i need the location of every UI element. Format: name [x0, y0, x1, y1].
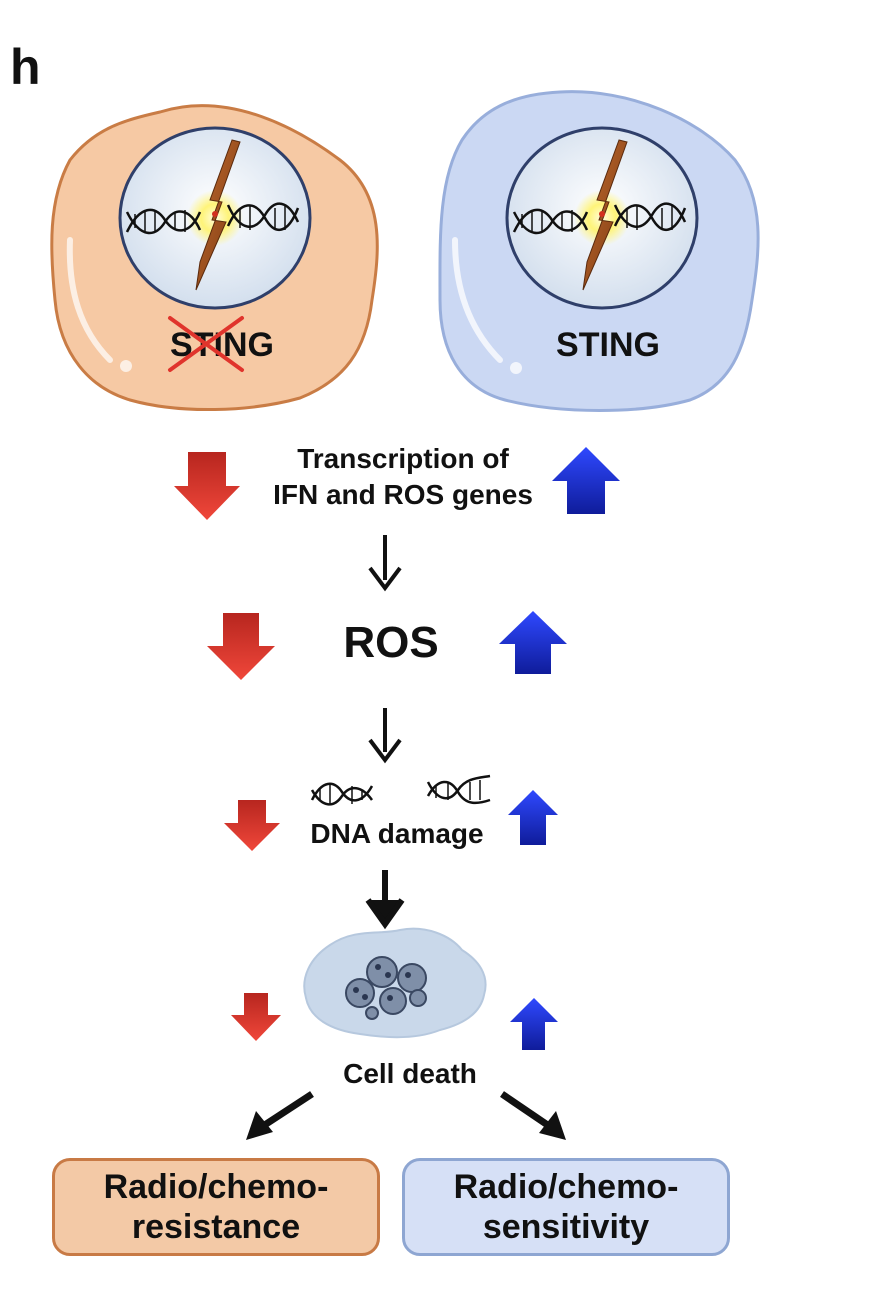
up-arrow-blue	[510, 998, 558, 1050]
flow-arrow-left-diagonal	[246, 1091, 314, 1140]
right-cell-highlight	[452, 237, 503, 363]
dying-cell-icon	[303, 927, 487, 1039]
down-arrow-red	[231, 993, 281, 1041]
dna-damage-label: DNA damage	[310, 818, 483, 849]
flow-arrow-down	[368, 708, 402, 764]
panel-label: h	[10, 39, 41, 95]
broken-dna-icon	[310, 774, 491, 806]
flow-arrow-down	[365, 870, 405, 930]
cell-death-label: Cell death	[343, 1058, 477, 1089]
left-cell: STING	[50, 104, 379, 411]
dna-helix-icon	[512, 202, 687, 234]
flow-arrow-down	[368, 535, 402, 592]
down-arrow-red	[174, 452, 240, 520]
up-arrow-blue	[508, 790, 558, 845]
dna-helix-icon	[125, 202, 300, 234]
flow-arrow-right-diagonal	[500, 1091, 566, 1140]
radio-chemo-sensitivity-box: Radio/chemo- sensitivity	[402, 1158, 730, 1256]
down-arrow-red	[207, 613, 275, 680]
up-arrow-blue	[499, 611, 567, 674]
radio-chemo-resistance-box: Radio/chemo- resistance	[52, 1158, 380, 1256]
right-sting-label: STING	[556, 326, 660, 364]
right-cell: STING	[438, 90, 760, 412]
up-arrow-blue	[552, 447, 620, 514]
lightning-icon	[195, 139, 241, 291]
transcription-line1: Transcription of	[297, 443, 509, 474]
down-arrow-red	[224, 800, 280, 851]
lightning-icon	[582, 139, 628, 291]
ros-label: ROS	[343, 618, 438, 667]
knockout-cross-icon	[168, 316, 244, 372]
left-cell-highlight	[66, 237, 113, 363]
transcription-line2: IFN and ROS genes	[273, 479, 533, 510]
